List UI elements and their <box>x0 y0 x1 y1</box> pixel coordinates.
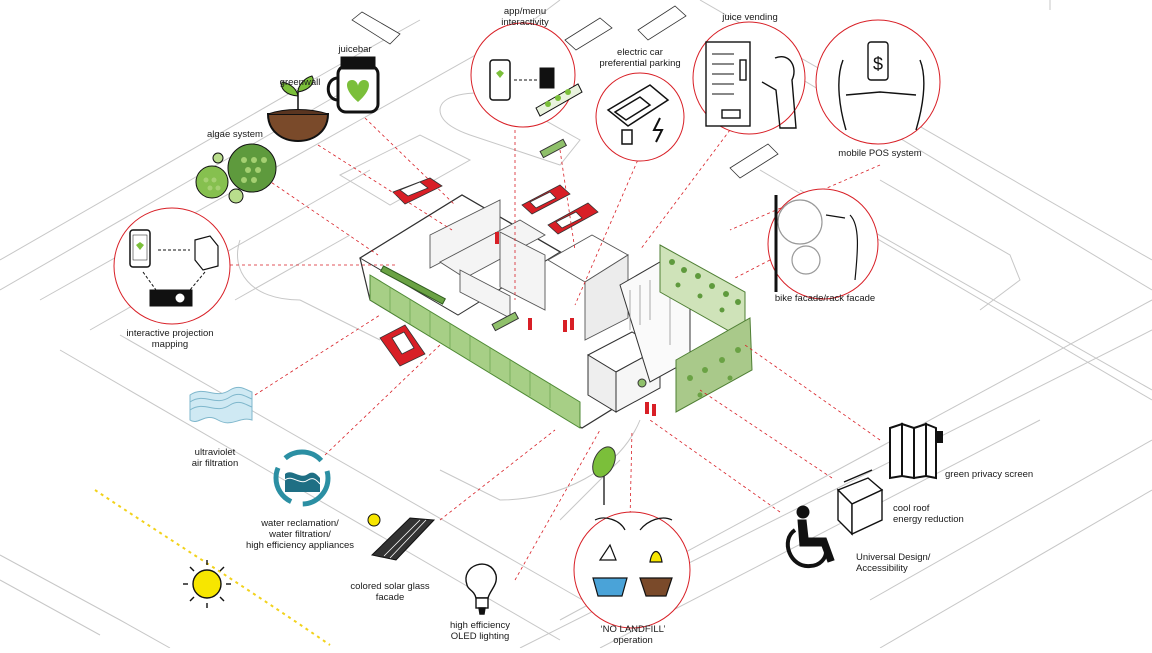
sun-path-arc <box>95 490 330 645</box>
wheelchair-icon <box>788 506 834 566</box>
water-recycle-icon <box>276 452 328 504</box>
label-juice-vending: juice vending <box>705 12 795 23</box>
label-algae: algae system <box>195 129 275 140</box>
label-water: water reclamation/ water filtration/ hig… <box>230 518 370 551</box>
jar-heart-icon <box>328 58 378 112</box>
folding-screen-icon <box>890 424 942 478</box>
svg-text:$: $ <box>873 54 883 74</box>
label-juicebar: juicebar <box>325 44 385 55</box>
label-electric-car: electric car preferential parking <box>580 47 700 69</box>
label-privacy: green privacy screen <box>945 469 1065 480</box>
label-mobile-pos: mobile POS system <box>820 148 940 159</box>
label-uv-air: ultraviolet air filtration <box>170 447 260 469</box>
lightbulb-icon <box>466 564 496 614</box>
label-greenwall: greenwall <box>265 77 335 88</box>
sun-icon <box>183 560 231 608</box>
roof-box-icon <box>838 470 882 534</box>
label-cool-roof: cool roof energy reduction <box>893 503 1003 525</box>
algae-cells-icon <box>196 144 276 203</box>
label-projection: interactive projection mapping <box>105 328 235 350</box>
label-universal: Universal Design/ Accessibility <box>856 552 966 574</box>
label-oled: high efficiency OLED lighting <box>430 620 530 642</box>
label-no-landfill: ‘NO LANDFILL’ operation <box>578 624 688 646</box>
solar-panel-icon <box>372 518 434 560</box>
label-solar: colored solar glass facade <box>335 581 445 603</box>
label-bike-facade: bike facade/rack facade <box>755 293 895 304</box>
label-app-menu: app/menu interactivity <box>485 6 565 28</box>
